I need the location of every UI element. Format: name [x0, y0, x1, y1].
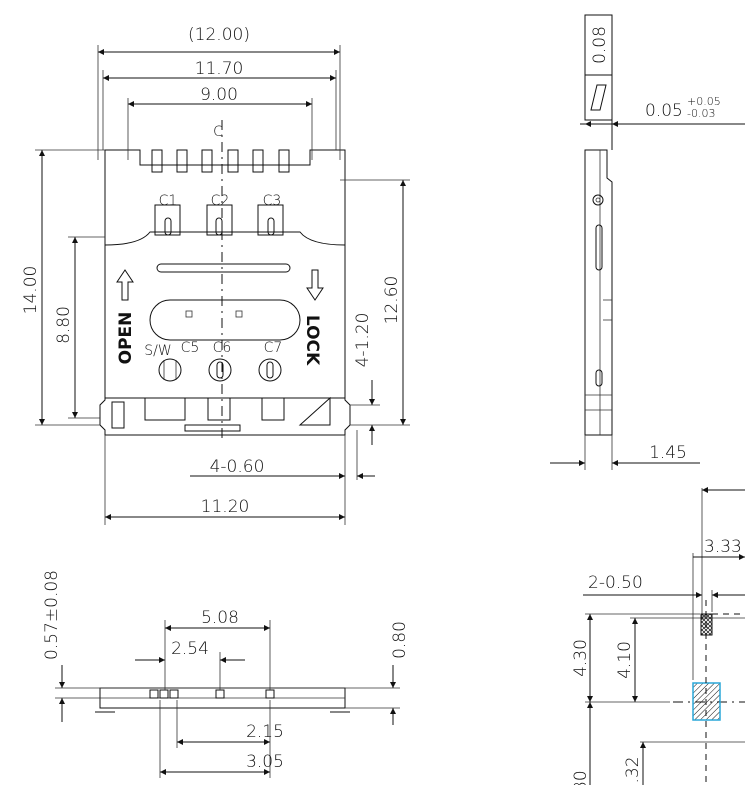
side-view: 0.08 0.05 +0.05 -0.03 1.45: [550, 14, 745, 470]
dim-pitch-2: 5.08: [201, 608, 239, 628]
flatness-frame: [584, 14, 613, 121]
flatness-value: 0.08: [590, 26, 610, 64]
dim-height-right: 12.60: [382, 276, 402, 325]
dim-thickness: 1.45: [649, 443, 687, 463]
contact-c3-label: C3: [263, 193, 282, 209]
dim-slot-width: 4-1.20: [353, 313, 373, 368]
top-dimension-lines: [35, 45, 410, 525]
contact-c5-label: C5: [181, 340, 200, 356]
dim-d6: 80: [571, 770, 591, 785]
dim-d5: .32: [623, 756, 643, 783]
tolerance-plus: +0.05: [687, 95, 721, 108]
dim-base-width: 11.20: [201, 497, 250, 517]
front-dimension-lines: [55, 620, 400, 778]
dim-d3: 4.30: [571, 639, 591, 677]
bottom-contacts: [111, 358, 331, 432]
center-label: C: [213, 124, 223, 140]
pad-view: 3.33 2-0.50 4.30 4.10 .32 80: [571, 487, 745, 785]
dim-tab-width: 4-0.60: [210, 457, 265, 477]
top-view: C C1 C2 C3 S/W C5 C6 C7 OPEN LOCK: [21, 25, 410, 525]
contact-c7-label: C7: [264, 340, 283, 356]
dim-pitch-1: 2.54: [171, 639, 209, 659]
dim-d4: 4.10: [615, 641, 635, 679]
dim-d1: 3.33: [704, 537, 742, 557]
flatness-icon: [590, 84, 607, 111]
dim-width-outer: 11.70: [195, 59, 244, 79]
dim-offset-2: 3.05: [246, 752, 284, 772]
dim-d2: 2-0.50: [588, 573, 643, 593]
sw-label: S/W: [144, 343, 171, 359]
dim-height: 0.80: [390, 621, 410, 659]
dim-offset-1: 2.15: [246, 722, 284, 742]
dim-height-inner: 8.80: [54, 306, 74, 344]
contact-c1-label: C1: [159, 193, 178, 209]
tolerance-base: 0.05: [645, 101, 683, 121]
front-view: 0.57±0.08 5.08 2.54 2.15 3.05 0.80: [42, 570, 410, 778]
dim-height-total: 14.00: [21, 266, 41, 315]
tolerance-minus: -0.03: [687, 107, 715, 120]
dim-height-tol: 0.57±0.08: [42, 570, 62, 660]
top-contacts: [151, 149, 290, 236]
contact-c2-label: C2: [211, 193, 230, 209]
lock-label: LOCK: [302, 315, 322, 366]
dim-width-inner: 9.00: [200, 85, 238, 105]
contact-c6-label: C6: [213, 340, 232, 356]
open-arrow-icon: [116, 269, 134, 301]
open-label: OPEN: [116, 312, 136, 365]
dim-overall-ref: (12.00): [188, 25, 250, 45]
lock-arrow-icon: [306, 269, 324, 301]
